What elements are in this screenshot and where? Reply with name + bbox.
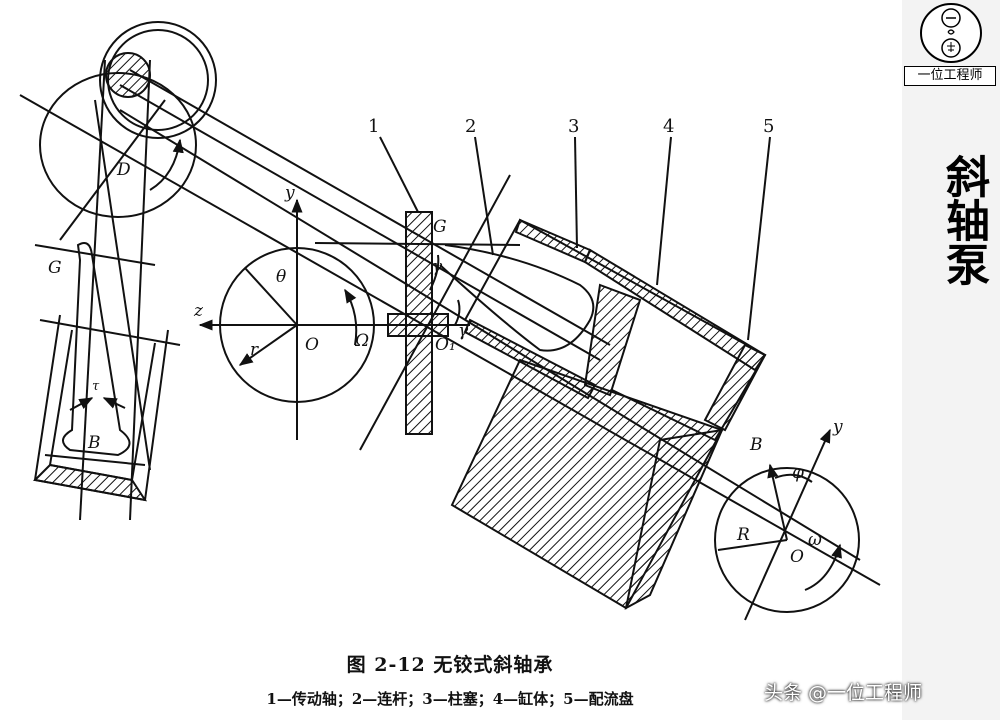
radius-B-arrow — [767, 463, 788, 541]
label-tau: τ — [92, 379, 100, 394]
left-horizontal-a — [34, 244, 156, 266]
left-tau-arrow-a — [69, 397, 94, 411]
left-tau-arrow-b — [102, 397, 126, 409]
leader-1 — [379, 136, 419, 213]
label-B-right: B — [749, 435, 763, 455]
rod-line-a — [129, 69, 611, 346]
rod-line-b — [119, 84, 601, 361]
sidebar-title: 斜轴泵 — [938, 154, 989, 286]
left-ball — [105, 52, 151, 98]
right-circle — [714, 467, 860, 613]
omega-arrow — [804, 543, 842, 591]
label-1: 1 — [368, 116, 379, 137]
left-guide-b — [59, 99, 166, 241]
bottom-housing-strip — [463, 318, 597, 400]
label-gamma-mid: γ — [458, 321, 469, 341]
label-y-left: y — [284, 183, 295, 203]
label-O1: O₁ — [435, 335, 456, 355]
leader-3 — [574, 136, 578, 249]
left-horizontal-c — [44, 454, 146, 466]
left-guide-a — [94, 99, 151, 471]
left-cylinder-bottom — [32, 463, 148, 502]
label-O-right: O — [790, 547, 804, 567]
phi-arc — [774, 473, 813, 483]
label-Omega: Ω — [354, 331, 369, 351]
label-phi: φ — [792, 463, 804, 483]
label-r: r — [250, 340, 259, 360]
label-5: 5 — [763, 116, 774, 137]
label-2: 2 — [465, 116, 476, 137]
plunger-housing-wall-top — [514, 218, 592, 264]
left-ring-outer — [99, 21, 217, 139]
label-theta: θ — [276, 267, 286, 287]
figure-title: 图 2-12 无铰式斜轴承 — [346, 654, 554, 676]
omega-cap-arrow — [344, 288, 358, 346]
flange-tilt-line — [359, 174, 511, 451]
label-gamma-top: γ — [432, 257, 443, 277]
watermark: 头条 @一位工程师 — [764, 682, 923, 704]
label-G-mid: G — [433, 217, 447, 237]
radius-r-arrow — [238, 324, 298, 366]
drive-shaft-hub — [387, 313, 449, 337]
label-omega: ω — [808, 530, 822, 550]
radius-R — [717, 539, 788, 551]
label-O-left: O — [305, 335, 319, 355]
label-z: z — [193, 301, 204, 321]
plunger-body — [439, 244, 595, 352]
label-R: R — [736, 525, 750, 545]
label-3: 3 — [568, 116, 579, 137]
label-y-right: y — [832, 417, 843, 437]
radius-theta — [244, 267, 298, 326]
logo-caption: 一位工程师 — [904, 66, 996, 86]
leader-4 — [656, 136, 672, 286]
label-D: D — [116, 160, 131, 180]
left-horizontal-b — [39, 319, 181, 346]
gamma-arc — [429, 254, 440, 291]
logo-seal — [920, 3, 982, 63]
axis-line-upper — [19, 94, 881, 586]
gamma-arc-2 — [454, 299, 461, 326]
sidebar-panel — [902, 0, 1000, 720]
left-conrod-b — [129, 59, 151, 521]
plunger-head — [583, 283, 642, 397]
figure-legend: 1—传动轴；2—连杆；3—柱塞；4—缸体；5—配流盘 — [266, 690, 634, 708]
y-axis-right — [744, 428, 831, 621]
label-4: 4 — [663, 116, 674, 137]
left-plunger — [62, 242, 131, 457]
leader-2 — [474, 136, 494, 256]
port-plate — [703, 343, 767, 432]
label-B-left: B — [87, 433, 101, 453]
left-rotation-arrow — [149, 138, 184, 191]
label-G-left: G — [48, 258, 62, 278]
leader-5 — [747, 136, 771, 341]
